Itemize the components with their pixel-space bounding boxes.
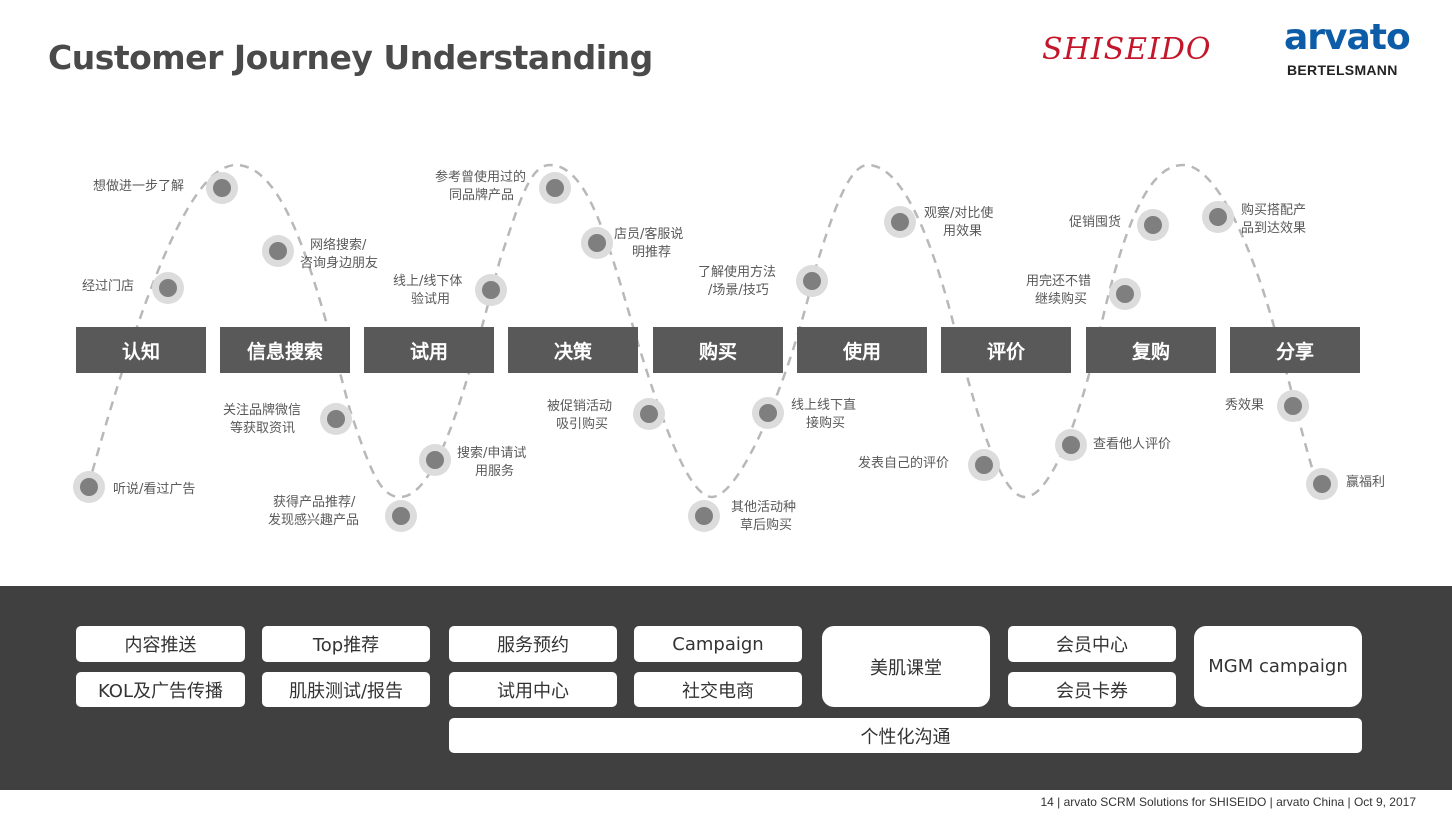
touchpoint-dot [1202, 201, 1234, 233]
touchpoint-label: 明推荐 [632, 245, 672, 260]
service-social-commerce: 社交电商 [634, 672, 802, 707]
touchpoint-dot [262, 235, 294, 267]
touchpoint-label: 关注品牌微信 [223, 403, 302, 418]
touchpoint-label: 品到达效果 [1241, 221, 1307, 236]
touchpoint-label: 验试用 [411, 292, 451, 307]
stage-decision: 决策 [508, 327, 638, 373]
touchpoint-label: 赢福利 [1346, 475, 1386, 490]
touchpoint-label: 了解使用方法 [698, 265, 777, 280]
touchpoint-label: 参考曾使用过的 [435, 170, 527, 185]
touchpoint-dot [1306, 468, 1338, 500]
touchpoint-dot [419, 444, 451, 476]
touchpoint-label: 用效果 [943, 224, 983, 239]
touchpoint-label: 查看他人评价 [1093, 437, 1172, 452]
touchpoint-label: 线上线下直 [791, 398, 857, 413]
page-title: Customer Journey Understanding [48, 38, 653, 77]
stage-awareness: 认知 [76, 327, 206, 373]
service-member-center: 会员中心 [1008, 626, 1176, 662]
touchpoint-label: 等获取资讯 [230, 421, 296, 436]
touchpoint-dot [1055, 429, 1087, 461]
service-member-coupon: 会员卡券 [1008, 672, 1176, 707]
stage-share: 分享 [1230, 327, 1360, 373]
service-mgm-campaign: MGM campaign [1194, 626, 1362, 707]
touchpoint-label: 网络搜索/ [310, 238, 367, 253]
touchpoint-dot [796, 265, 828, 297]
touchpoint-label: 草后购买 [740, 518, 793, 533]
touchpoint-dot [539, 172, 571, 204]
touchpoint-label: 发现感兴趣产品 [268, 513, 360, 528]
service-booking: 服务预约 [449, 626, 617, 662]
arvato-logo: arvato [1284, 17, 1411, 58]
service-beauty-class: 美肌课堂 [822, 626, 990, 707]
touchpoint-label: 购买搭配产 [1241, 203, 1307, 218]
service-top-recommend: Top推荐 [262, 626, 430, 662]
shiseido-logo: SHISEIDO [1042, 32, 1212, 67]
touchpoint-dot [752, 397, 784, 429]
stage-review: 评价 [941, 327, 1071, 373]
service-content-push: 内容推送 [76, 626, 245, 662]
service-campaign: Campaign [634, 626, 802, 662]
touchpoint-label: 同品牌产品 [449, 188, 515, 203]
journey-wave [86, 163, 1324, 499]
stage-repurchase: 复购 [1086, 327, 1216, 373]
touchpoint-dot [320, 403, 352, 435]
touchpoint-dot [73, 471, 105, 503]
touchpoint-dot [1137, 209, 1169, 241]
touchpoint-label: 用完还不错 [1026, 274, 1092, 289]
touchpoint-label: 秀效果 [1225, 398, 1265, 413]
touchpoint-dot [581, 227, 613, 259]
touchpoint-label: 吸引购买 [556, 417, 609, 432]
touchpoint-label: 发表自己的评价 [858, 456, 950, 471]
touchpoint-label: 想做进一步了解 [93, 179, 185, 194]
stage-purchase: 购买 [653, 327, 783, 373]
touchpoint-label: 搜索/申请试 [457, 446, 527, 461]
service-personalized-communication: 个性化沟通 [449, 718, 1362, 753]
touchpoint-dot [206, 172, 238, 204]
touchpoint-label: 线上/线下体 [393, 274, 463, 289]
service-trial-center: 试用中心 [449, 672, 617, 707]
touchpoint-label: 经过门店 [82, 279, 135, 294]
touchpoint-label: 获得产品推荐/ [273, 495, 356, 510]
touchpoint-dot [688, 500, 720, 532]
touchpoint-dot [1109, 278, 1141, 310]
touchpoint-label: 继续购买 [1035, 292, 1088, 307]
touchpoint-dot [884, 206, 916, 238]
touchpoint-label: 用服务 [475, 464, 515, 479]
stage-search: 信息搜索 [220, 327, 350, 373]
touchpoint-label: 店员/客服说 [614, 227, 684, 242]
touchpoint-label: 接购买 [806, 416, 846, 431]
touchpoint-dot [1277, 390, 1309, 422]
touchpoint-label: 观察/对比使 [924, 206, 994, 221]
touchpoint-label: 听说/看过广告 [113, 482, 196, 497]
service-skin-test: 肌肤测试/报告 [262, 672, 430, 707]
touchpoint-dot [475, 274, 507, 306]
touchpoint-dot [385, 500, 417, 532]
bertelsmann-logo: BERTELSMANN [1287, 62, 1398, 78]
footer-text: 14 | arvato SCRM Solutions for SHISEIDO … [1040, 795, 1416, 809]
touchpoint-label: 其他活动种 [731, 500, 797, 515]
touchpoint-label: /场景/技巧 [708, 283, 769, 298]
touchpoint-label: 被促销活动 [547, 399, 613, 414]
service-kol-ads: KOL及广告传播 [76, 672, 245, 707]
touchpoint-dot [152, 272, 184, 304]
touchpoint-label: 咨询身边朋友 [300, 256, 379, 271]
touchpoint-dot [633, 398, 665, 430]
stage-usage: 使用 [797, 327, 927, 373]
stage-trial: 试用 [364, 327, 494, 373]
touchpoint-dot [968, 449, 1000, 481]
touchpoint-label: 促销囤货 [1069, 215, 1122, 230]
